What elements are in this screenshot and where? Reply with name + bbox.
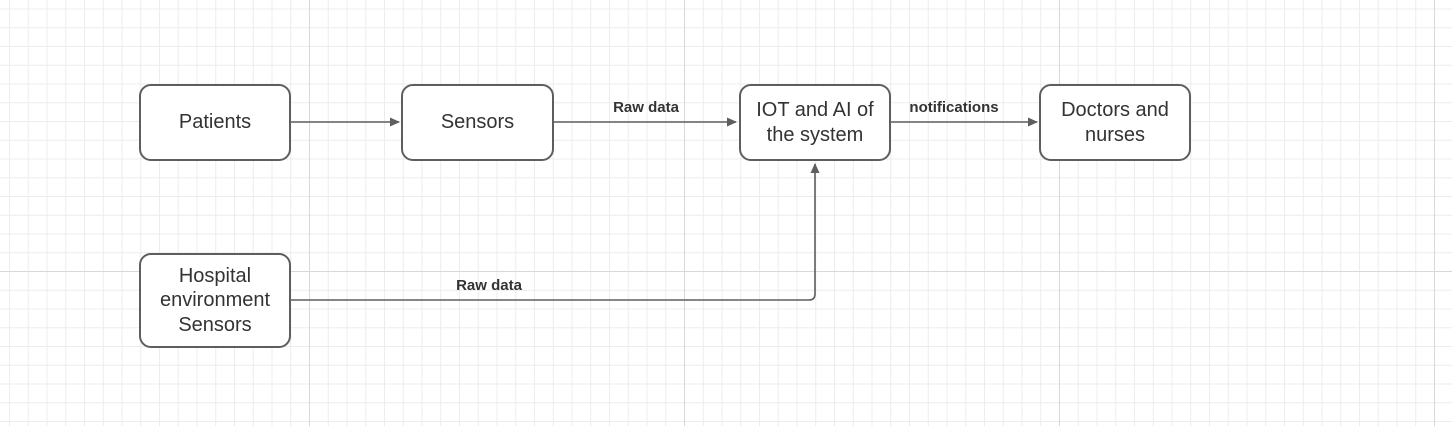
node-hospital-environment-sensors-label: Hospital environment Sensors (159, 264, 271, 336)
edge-label-raw-data-top: Raw data (613, 99, 680, 116)
node-doctors-and-nurses-label: Doctors and nurses (1061, 99, 1169, 146)
node-iot-ai-system[interactable]: IOT and AI of the system (739, 84, 891, 161)
edge-hospital-to-iot[interactable] (291, 163, 820, 301)
edge-label-raw-data-bottom: Raw data (456, 277, 523, 294)
node-patients[interactable]: Patients (139, 84, 291, 161)
node-hospital-environment-sensors[interactable]: Hospital environment Sensors (139, 253, 291, 348)
node-iot-ai-system-label: IOT and AI of the system (756, 99, 874, 146)
edge-label-notifications: notifications (909, 99, 998, 116)
node-doctors-and-nurses[interactable]: Doctors and nurses (1039, 84, 1191, 161)
node-sensors-label: Sensors (440, 111, 515, 134)
node-sensors[interactable]: Sensors (401, 84, 554, 161)
node-patients-label: Patients (178, 111, 252, 134)
